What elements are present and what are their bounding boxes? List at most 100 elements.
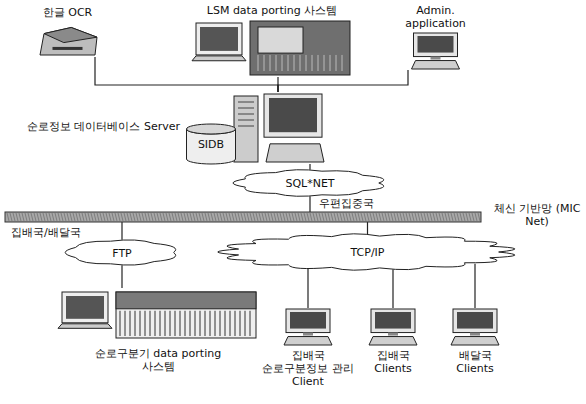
laptop-display [66, 296, 104, 319]
band-texture [160, 213, 162, 221]
network-cloud: SQL*NET [230, 168, 390, 198]
band-texture [454, 213, 456, 221]
node-label: FTP [62, 246, 182, 259]
band-texture [22, 213, 24, 221]
keyboard [451, 337, 499, 345]
network-link [309, 196, 310, 212]
band-texture [238, 213, 240, 221]
network-link [474, 264, 475, 308]
sorter-bin [170, 311, 171, 336]
band-texture [376, 213, 378, 221]
band-texture [349, 213, 351, 221]
band-texture [208, 213, 210, 221]
band-texture [151, 213, 153, 221]
stand [470, 333, 480, 336]
band-texture [46, 213, 48, 221]
band-texture [304, 213, 306, 221]
band-texture [133, 213, 135, 221]
band-texture [91, 213, 93, 221]
network-link [307, 268, 308, 308]
sorter-bin [185, 311, 186, 336]
band-texture [181, 213, 183, 221]
band-texture [277, 213, 279, 221]
band-texture [400, 213, 402, 221]
tower-slot [238, 102, 254, 103]
machine-stripe [336, 55, 337, 71]
band-texture [244, 213, 246, 221]
pc-icon [444, 308, 506, 346]
node-label: 한글 OCR [30, 6, 105, 19]
monitor [414, 33, 458, 57]
band-texture [226, 213, 228, 221]
band-texture [10, 213, 12, 221]
cloud-outline [218, 234, 515, 270]
client-pc: 집배국 순로구분정보 관리 Client [260, 308, 356, 388]
band-texture [427, 213, 429, 221]
machine-stripe [288, 55, 289, 71]
band-texture [421, 213, 423, 221]
sorter-bin [240, 311, 241, 336]
band-texture [145, 213, 147, 221]
area-label: 우편집중국 [318, 197, 375, 210]
screen [290, 312, 326, 329]
machine-stripe [342, 55, 343, 71]
network-link [367, 222, 368, 234]
sorter-bin [145, 311, 146, 336]
band-texture [313, 213, 315, 221]
scanner-slot [53, 47, 83, 50]
node-label: SIDB [186, 138, 236, 151]
band-texture [67, 213, 69, 221]
laptop-screen [196, 23, 242, 55]
band-texture [403, 213, 405, 221]
band-texture [43, 213, 45, 221]
sorter-bin [215, 311, 216, 336]
band-texture [88, 213, 90, 221]
band-texture [136, 213, 138, 221]
node-label: 집배국 Clients [362, 349, 424, 375]
monitor [371, 309, 415, 333]
band-texture [223, 213, 225, 221]
band-texture [193, 213, 195, 221]
scanner-lid [44, 27, 97, 42]
machine-stripe [300, 55, 301, 71]
band-texture [253, 213, 255, 221]
band-texture [463, 213, 465, 221]
band-texture [118, 213, 120, 221]
backbone-band: 체신 기반망 (MIC Net) [5, 212, 481, 222]
band-texture [478, 213, 480, 221]
band-texture [256, 213, 258, 221]
sorter-icon [58, 288, 258, 344]
band-texture [169, 213, 171, 221]
lsm-icon [192, 19, 352, 77]
band-texture [205, 213, 207, 221]
machine-stripe [276, 55, 277, 71]
cylinder-top [187, 124, 236, 134]
band-texture [13, 213, 15, 221]
band-texture [127, 213, 129, 221]
band-texture [70, 213, 72, 221]
band-texture [121, 213, 123, 221]
band-texture [262, 213, 264, 221]
band-texture [175, 213, 177, 221]
stand [431, 57, 441, 60]
band-texture [301, 213, 303, 221]
band-texture [85, 213, 87, 221]
band-texture [82, 213, 84, 221]
node-label: TCP/IP [215, 246, 520, 259]
server-tower [234, 96, 258, 162]
machine-stripe [306, 55, 307, 71]
band-texture [274, 213, 276, 221]
band-texture [19, 213, 21, 221]
node-label: Admin. application [403, 4, 469, 30]
stand [303, 333, 313, 336]
band-texture [211, 213, 213, 221]
band-texture [424, 213, 426, 221]
band-texture [385, 213, 387, 221]
band-texture [391, 213, 393, 221]
band-texture [178, 213, 180, 221]
band-texture [430, 213, 432, 221]
screen [375, 312, 411, 329]
keyboard [369, 337, 417, 345]
sorter-bin [155, 311, 156, 336]
band-icon [5, 212, 481, 222]
